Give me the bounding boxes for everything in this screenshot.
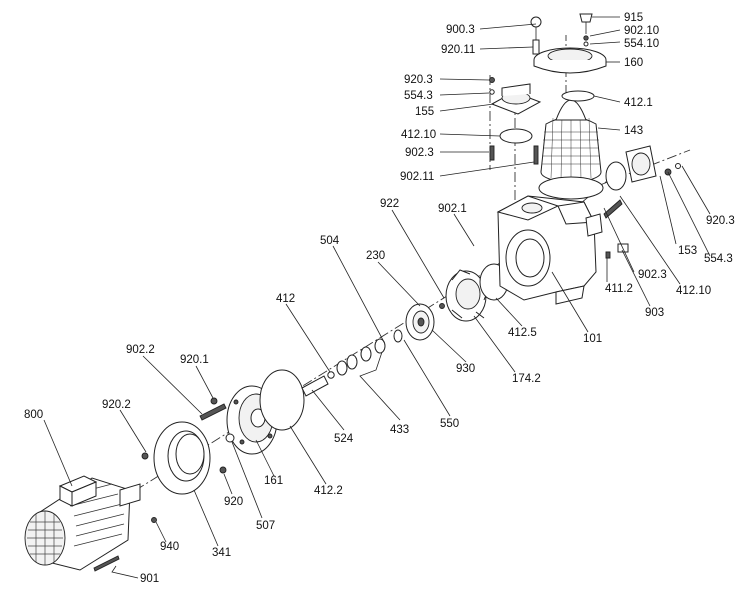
label-153: 153 [678, 245, 697, 257]
fasteners [141, 397, 235, 523]
label-940: 940 [160, 541, 179, 553]
label-341: 341 [212, 547, 231, 559]
adapter-flange [153, 421, 211, 495]
shaft-seal-group [301, 329, 403, 397]
label-915: 915 [624, 12, 643, 24]
label-920: 920 [224, 496, 243, 508]
label-412-5: 412.5 [508, 327, 537, 339]
label-554-10: 554.10 [624, 38, 659, 50]
screw-901 [93, 555, 120, 572]
label-920-3-top: 920.3 [404, 74, 433, 86]
label-903: 903 [645, 307, 664, 319]
label-412-10-top: 412.10 [401, 129, 436, 141]
label-902-3-right: 902.3 [638, 269, 667, 281]
label-920-2: 920.2 [102, 399, 131, 411]
label-174-2: 174.2 [512, 373, 541, 385]
label-550: 550 [440, 418, 459, 430]
label-412-2: 412.2 [314, 485, 343, 497]
strainer-basket [538, 99, 604, 200]
label-504: 504 [320, 235, 340, 247]
label-930: 930 [456, 363, 475, 375]
label-902-3-top: 902.3 [405, 147, 434, 159]
label-412-1: 412.1 [624, 97, 653, 109]
impeller [405, 303, 435, 341]
label-554-3-right: 554.3 [704, 253, 733, 265]
label-433: 433 [390, 424, 409, 436]
label-143: 143 [624, 125, 643, 137]
label-902-1: 902.1 [438, 203, 467, 215]
motor [24, 475, 141, 571]
label-920-1: 920.1 [180, 354, 209, 366]
label-412: 412 [276, 293, 295, 305]
label-922: 922 [380, 198, 399, 210]
label-901: 901 [140, 573, 159, 585]
label-101: 101 [583, 333, 602, 345]
label-902-2: 902.2 [126, 344, 155, 356]
inlet-flange-155 [489, 77, 542, 165]
label-155: 155 [415, 106, 434, 118]
o-ring-412-2 [259, 369, 305, 431]
pump-casing [496, 195, 603, 305]
label-920-11: 920.11 [441, 44, 475, 56]
label-900-3: 900.3 [446, 24, 475, 36]
strainer-lid [533, 47, 607, 102]
leader-lines [43, 16, 711, 579]
label-160: 160 [624, 57, 643, 69]
lid-fasteners [530, 13, 593, 55]
label-902-11: 902.11 [400, 171, 434, 183]
label-920-3-right: 920.3 [706, 215, 735, 227]
label-411-2: 411.2 [605, 283, 633, 295]
outlet-flange-153 [603, 145, 681, 259]
label-902-10: 902.10 [624, 25, 659, 37]
label-507: 507 [256, 520, 275, 532]
label-412-10-right: 412.10 [676, 285, 711, 297]
label-554-3-top: 554.3 [404, 90, 433, 102]
label-161: 161 [264, 475, 283, 487]
label-230: 230 [366, 250, 385, 262]
label-800: 800 [24, 409, 43, 421]
label-524: 524 [334, 433, 354, 445]
part-labels: 915 902.10 554.10 160 900.3 920.11 920.3… [24, 12, 735, 585]
